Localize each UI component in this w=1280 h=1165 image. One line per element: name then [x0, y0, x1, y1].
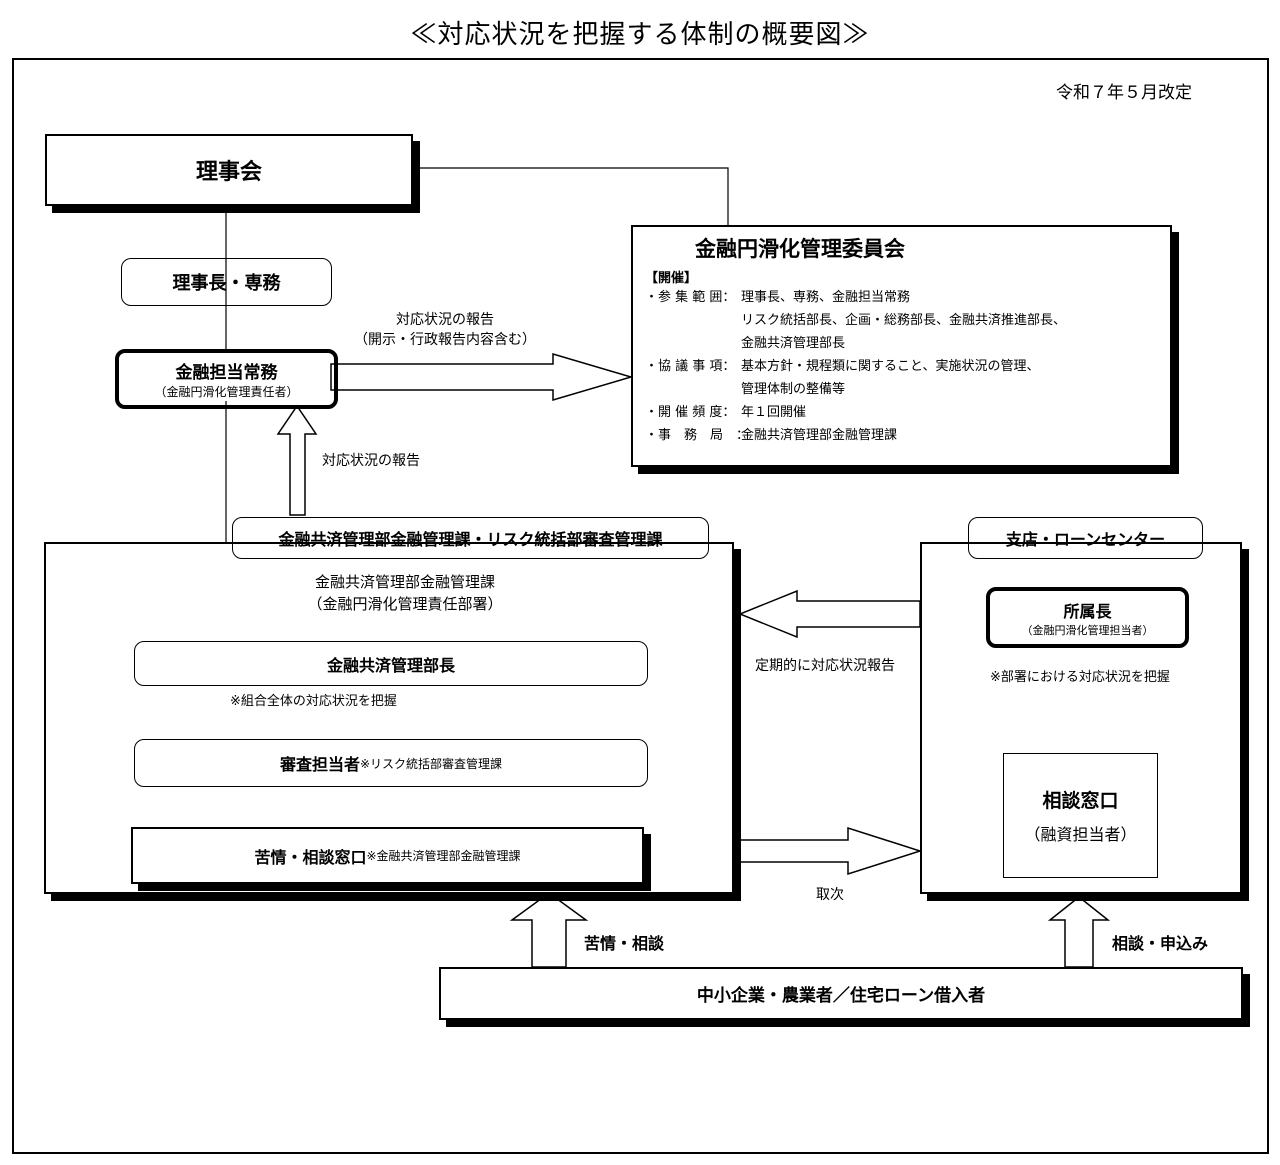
committee-row-line: 年１回開催 — [741, 405, 807, 420]
chairman-box: 理事長・専務 — [121, 258, 332, 306]
committee-row-label: ・協 議 事 項： — [645, 359, 736, 374]
page-title: ≪対応状況を把握する体制の概要図≫ — [410, 20, 870, 50]
committee-row-line: 金融共済管理部長 — [741, 336, 846, 351]
label-report-to-director: 対応状況の報告 — [322, 453, 420, 469]
hq-dept-name: 金融共済管理部金融管理課 — [314, 573, 495, 591]
committee-row-label: ・参 集 範 囲： — [645, 290, 736, 305]
arrow-hq-to-director — [276, 404, 318, 516]
branch-tag: 支店・ローンセンター — [968, 517, 1203, 559]
review-box: 審査担当者※リスク統括部審査管理課 — [134, 739, 648, 787]
gm-note: ※組合全体の対応状況を把握 — [230, 694, 397, 709]
diagram-frame — [12, 58, 1269, 1154]
director-title: 金融担当常務 — [175, 363, 278, 383]
board-box: 理事会 — [45, 134, 413, 206]
committee-row-line: 管理体制の整備等 — [741, 382, 846, 397]
review-title: 審査担当者 — [279, 755, 360, 774]
committee-title: 金融円滑化管理委員会 — [695, 237, 905, 261]
complaint-box: 苦情・相談窓口※金融共済管理部金融管理課 — [131, 827, 644, 884]
arrow-customers-to-branch — [1047, 896, 1111, 968]
hq-dept-role: （金融円滑化管理責任部署） — [307, 595, 503, 613]
committee-row-label: ・開 催 頻 度： — [645, 405, 736, 420]
committee-row-line: 理事長、専務、金融担当常務 — [741, 290, 911, 305]
committee-box: 金融円滑化管理委員会 【開催】 ・参 集 範 囲： 理事長、専務、金融担当常務 … — [631, 225, 1172, 467]
consult-sub: （融資担当者） — [1024, 825, 1137, 844]
label-report-to-committee: 対応状況の報告 （開示・行政報告内容含む） — [340, 309, 550, 349]
label-report-line: 対応状況の報告 — [396, 312, 494, 328]
committee-row-line: リスク統括部長、企画・総務部長、金融共済推進部長、 — [741, 313, 1067, 328]
label-complaint-consult: 苦情・相談 — [584, 934, 665, 953]
label-forward: 取次 — [816, 887, 844, 903]
branch-manager-title: 所属長 — [1063, 601, 1112, 621]
complaint-title: 苦情・相談窓口 — [254, 847, 367, 867]
committee-held-label: 【開催】 — [645, 271, 698, 286]
arrow-director-to-committee — [330, 352, 634, 402]
line-board-to-committee — [413, 167, 729, 225]
committee-row-line: 基本方針・規程類に関すること、実施状況の管理、 — [741, 359, 1040, 374]
label-periodic-report: 定期的に対応状況報告 — [755, 658, 895, 674]
hq-dept: 金融共済管理部金融管理課 （金融円滑化管理責任部署） — [200, 571, 610, 615]
director-subtitle: （金融円滑化管理責任者） — [154, 385, 299, 399]
committee-row: ・協 議 事 項： 基本方針・規程類に関すること、実施状況の管理、 管理体制の整… — [645, 355, 1158, 401]
committee-row: ・開 催 頻 度： 年１回開催 — [645, 401, 1158, 424]
committee-row-line: 金融共済管理部金融管理課 — [741, 428, 898, 443]
label-report-sub: （開示・行政報告内容含む） — [354, 332, 536, 348]
gm-box: 金融共済管理部長 — [134, 641, 648, 686]
revision-date: 令和７年５月改定 — [1056, 83, 1192, 103]
committee-row: ・事 務 局 ： 金融共済管理部金融管理課 — [645, 424, 1158, 447]
branch-manager-sub: （金融円滑化管理担当者） — [1021, 623, 1154, 637]
committee-row: ・参 集 範 囲： 理事長、専務、金融担当常務 リスク統括部長、企画・総務部長、… — [645, 286, 1158, 355]
branch-manager-box: 所属長 （金融円滑化管理担当者） — [986, 587, 1189, 648]
arrow-branch-to-hq — [737, 589, 921, 639]
consult-title: 相談窓口 — [1042, 790, 1119, 812]
consult-box: 相談窓口 （融資担当者） — [1003, 753, 1158, 878]
hq-tag: 金融共済管理部金融管理課・リスク統括部審査管理課 — [232, 517, 709, 559]
complaint-sub: ※金融共済管理部金融管理課 — [366, 849, 521, 863]
review-sub: ※リスク統括部審査管理課 — [359, 756, 503, 771]
arrow-customers-to-complaint — [509, 892, 589, 968]
customers-box: 中小企業・農業者／住宅ローン借入者 — [439, 967, 1243, 1020]
label-consult-apply: 相談・申込み — [1112, 934, 1209, 953]
branch-note: ※部署における対応状況を把握 — [990, 670, 1170, 685]
director-box: 金融担当常務 （金融円滑化管理責任者） — [115, 349, 338, 409]
committee-row-label: ・事 務 局 ： — [645, 428, 750, 443]
